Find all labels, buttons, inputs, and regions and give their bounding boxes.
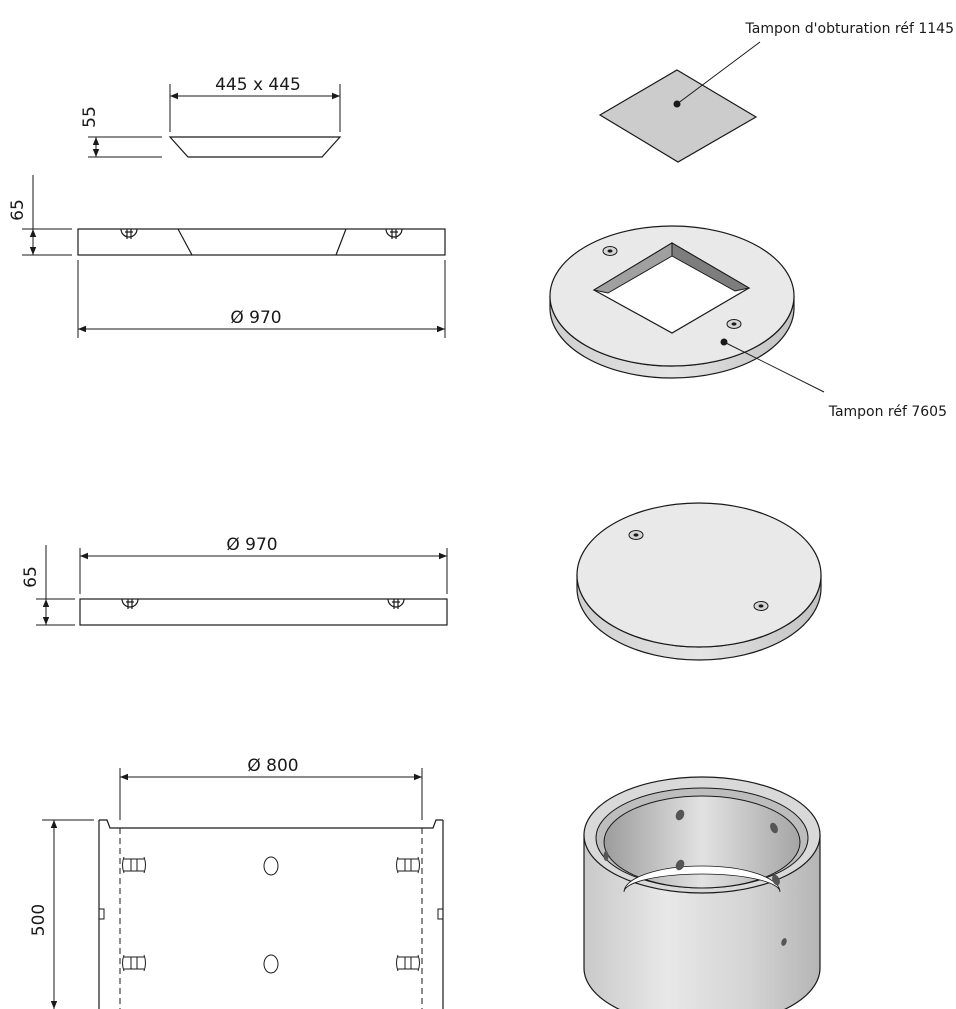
slab-section-view: 65 Ø 970 [8,175,446,338]
plate-iso-view [576,502,822,661]
plug-section-view: 55 445 x 445 [80,75,342,158]
plate-top-face [576,502,822,648]
ring-iso-view [583,776,821,1009]
plate-anchor-hole-2 [753,601,769,611]
ring-outer-hole [781,938,787,946]
plug-width-label: 445 x 445 [215,75,301,95]
plug-iso-shape [598,69,758,163]
slab-callout: Tampon réf 7605 [828,404,947,420]
plate-diameter-label: Ø 970 [226,535,277,555]
plate-anchor-hole-1 [628,530,644,540]
plug-height-label: 55 [80,106,100,128]
slab-diameter-label: Ø 970 [230,308,281,328]
slab-anchor-hole-1 [602,246,618,256]
ring-hole-2 [263,954,279,974]
ring-hole-1 [263,856,279,876]
slab-anchor-left [120,228,138,239]
ring-section-view: Ø 800 500 [29,756,444,1009]
cover-plug-callout: Tampon d'obturation réf 1145 [745,21,954,37]
ring-step-right-2 [396,954,420,972]
ring-diameter-label: Ø 800 [247,756,298,776]
plate-anchor-left [121,598,139,609]
ring-step-left-1 [122,856,146,874]
ring-step-right-1 [396,856,420,874]
plug-iso-view: Tampon d'obturation réf 1145 [598,21,954,163]
ring-inner-cavity [603,795,801,889]
plate-profile [79,598,448,626]
slab-anchor-hole-2 [726,319,742,329]
plate-height-label: 65 [21,566,41,588]
ring-height-label: 500 [29,904,49,936]
slab-profile [77,228,446,256]
plate-section-view: 65 Ø 970 [21,535,448,626]
plate-anchor-right [387,598,405,609]
plug-profile [168,136,342,158]
slab-height-label: 65 [8,199,28,221]
slab-anchor-right [385,228,403,239]
ring-step-left-2 [122,954,146,972]
slab-iso-view: Tampon réf 7605 [549,225,947,420]
